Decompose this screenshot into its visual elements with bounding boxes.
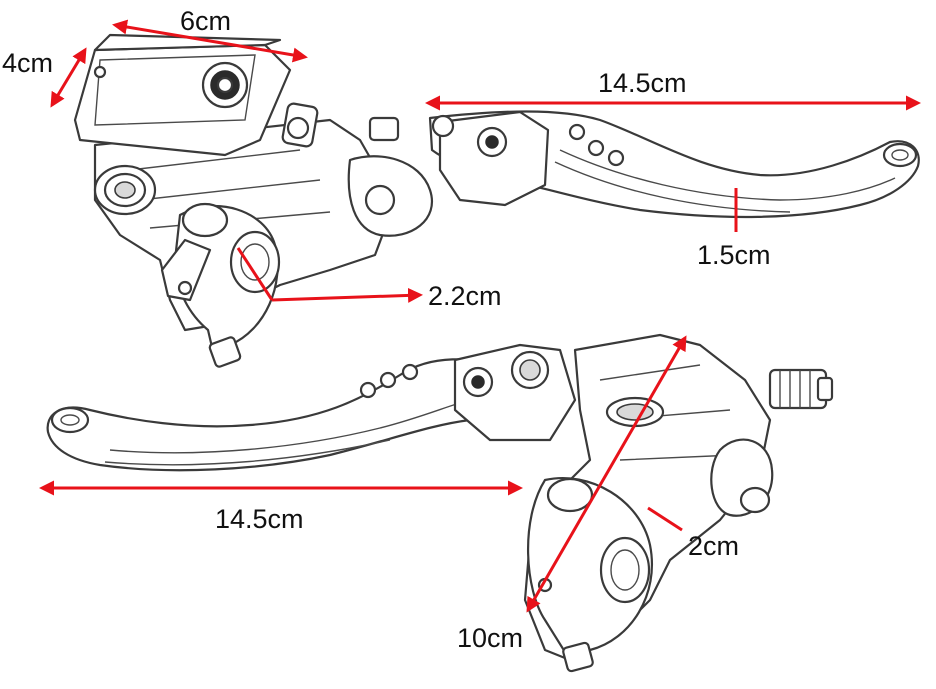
reservoir-width-arrow (112, 19, 308, 63)
dimension-annotations: 6cm 4cm 14.5cm 1.5cm 2.2cm 14.5cm 10cm 2… (2, 6, 921, 653)
clutch-body-length-label: 10cm (457, 623, 523, 653)
brake-clamp-diameter-arrow (271, 287, 423, 303)
brake-lever-width-label: 1.5cm (697, 240, 771, 270)
brake-lever-length-label: 14.5cm (598, 68, 687, 98)
brake-master-cylinder-drawing (73, 33, 920, 368)
clutch-body-width-label: 2cm (688, 531, 739, 561)
clutch-body-width-leader (647, 506, 683, 532)
reservoir-height-arrow (50, 47, 87, 108)
clutch-lever-blade (46, 358, 522, 472)
clutch-body-length-arrow (526, 335, 687, 613)
brake-clamp-diameter-label: 2.2cm (428, 281, 502, 311)
clutch-perch-drawing (46, 333, 834, 673)
clutch-lever-length-label: 14.5cm (215, 504, 304, 534)
brake-clamp-diameter-diagonal (236, 247, 274, 301)
brake-lever-blade (428, 110, 920, 219)
reservoir-width-label: 6cm (180, 6, 231, 36)
reservoir-height-label: 4cm (2, 48, 53, 78)
